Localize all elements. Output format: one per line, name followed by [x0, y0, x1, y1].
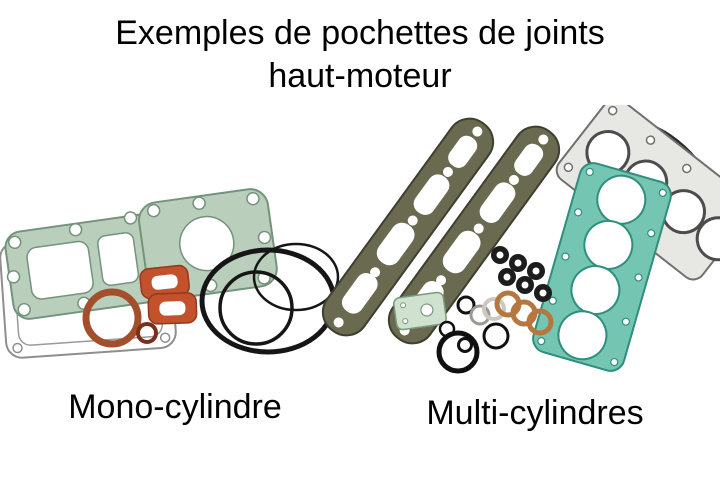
multi-cylinder-gasket-set [321, 97, 720, 374]
multi-black-seals [436, 320, 510, 374]
mono-orange-gaskets [139, 264, 198, 325]
page-title-line1: Exemples de pochettes de joints [115, 14, 605, 52]
page-title: Exemples de pochettes de joints haut-mote… [0, 12, 720, 97]
gasket-kits-illustration [0, 97, 720, 374]
multi-washers [456, 290, 554, 336]
page-title-line2: haut-moteur [268, 56, 452, 95]
caption-multi-cylindres: Multi-cylindres [426, 394, 644, 432]
multi-valve-stem-seals [491, 246, 552, 302]
mono-copper-washer [82, 288, 142, 348]
multi-valve-cover-gasket-1 [321, 117, 495, 337]
multi-small-green-gasket [393, 291, 447, 331]
mono-small-dark-ring [136, 322, 158, 344]
mono-cylinder-gasket-set [0, 188, 340, 359]
multi-head-gasket-teal [532, 162, 672, 372]
caption-mono-cylindre: Mono-cylindre [68, 388, 282, 426]
gasket-kits-photo [0, 97, 720, 390]
